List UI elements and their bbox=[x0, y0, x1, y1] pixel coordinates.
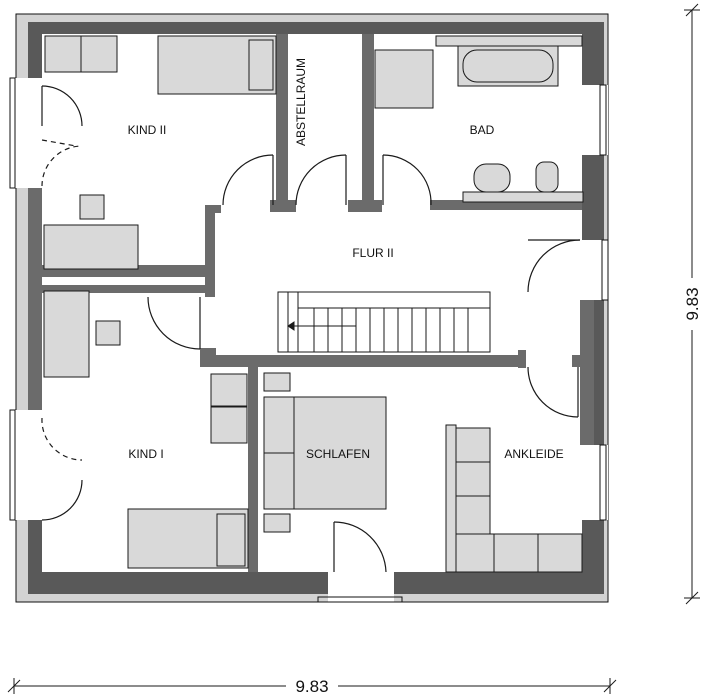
dimension-height: 9.83 bbox=[683, 287, 702, 320]
table-kind2 bbox=[43, 224, 139, 270]
desk-kind1 bbox=[43, 290, 90, 378]
window-sills bbox=[9, 77, 609, 603]
interior-walls bbox=[28, 34, 594, 572]
shower-bad bbox=[374, 49, 434, 109]
doors bbox=[41, 85, 581, 573]
room-label-schlafen: SCHLAFEN bbox=[306, 447, 370, 461]
furniture bbox=[43, 35, 584, 573]
room-label-abstellraum: ABSTELLRAUM bbox=[294, 58, 308, 146]
chair-kind1 bbox=[95, 320, 121, 346]
dim-label-bg-height bbox=[681, 278, 703, 330]
toilet-bad bbox=[535, 161, 559, 193]
room-label-flur2: FLUR II bbox=[352, 246, 393, 260]
dimension-width: 9.83 bbox=[295, 677, 328, 696]
room-label-kind2: KIND II bbox=[128, 123, 167, 137]
room-label-bad: BAD bbox=[470, 123, 495, 137]
bathroom-strip bbox=[435, 35, 583, 47]
sink-bad bbox=[473, 163, 511, 193]
staircase bbox=[277, 291, 491, 353]
wardrobe-kind1 bbox=[210, 406, 248, 444]
room-label-kind1: KIND I bbox=[128, 447, 163, 461]
chair-kind2 bbox=[79, 194, 105, 220]
wardrobe-ankleide bbox=[537, 533, 583, 573]
room-label-ankleide: ANKLEIDE bbox=[504, 447, 563, 461]
dim-label-bg-width bbox=[286, 675, 338, 697]
